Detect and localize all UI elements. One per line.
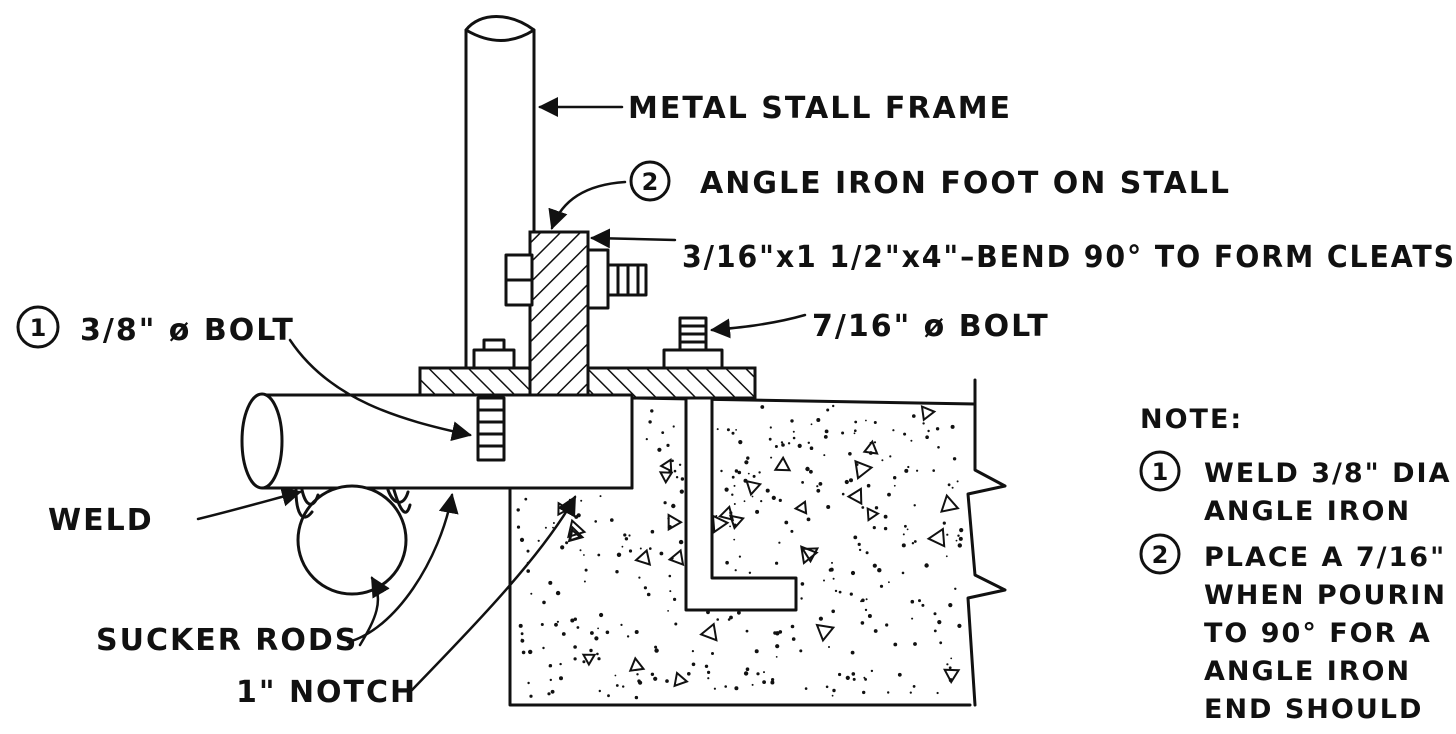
label-cleat-spec: 3/16"x1 1/2"x4"–BEND 90° TO FORM CLEATS — [682, 240, 1456, 275]
bolt-7-16 — [662, 316, 724, 370]
concrete-aggregate — [516, 404, 964, 700]
label-bolt-7-16: 7/16" ø BOLT — [812, 309, 1050, 344]
leader-lines — [196, 97, 807, 692]
label-notch: 1" NOTCH — [236, 675, 417, 710]
note-circle-1 — [1139, 450, 1181, 492]
note-item2-line5: END SHOULD — [1204, 694, 1423, 725]
note-item2-line2: WHEN POURIN — [1204, 580, 1447, 611]
bolt-3-8-nut — [472, 338, 516, 370]
label-bolt-3-8: 3/8" ø BOLT — [80, 313, 295, 348]
callout-circle-2 — [629, 160, 671, 202]
stall-frame-post — [464, 15, 536, 374]
angle-iron-cleat — [528, 230, 590, 400]
note-item1-line1: WELD 3/8" DIA — [1204, 458, 1452, 489]
cleat-bolt — [504, 248, 648, 310]
label-sucker-rods: SUCKER RODS — [96, 623, 358, 658]
bolt-3-8-shank — [476, 396, 506, 462]
callout-circle-1 — [16, 305, 60, 349]
horizontal-pipe — [240, 392, 634, 490]
note-number-2: 2 — [1152, 541, 1169, 569]
label-weld: WELD — [48, 503, 154, 538]
sucker-rod — [296, 484, 408, 596]
callout-number-1: 1 — [30, 314, 47, 342]
label-metal-stall-frame: METAL STALL FRAME — [628, 91, 1012, 126]
note-heading: NOTE: — [1140, 404, 1243, 435]
callout-number-2: 2 — [642, 168, 659, 196]
l-anchor-bolt — [684, 396, 798, 612]
note-item2-line4: ANGLE IRON — [1204, 656, 1411, 687]
note-circle-2 — [1139, 533, 1181, 575]
label-angle-iron-foot: ANGLE IRON FOOT ON STALL — [700, 166, 1231, 201]
note-item1-line2: ANGLE IRON — [1204, 496, 1411, 527]
note-block: NOTE: 1 WELD 3/8" DIA ANGLE IRON 2 PLACE… — [1139, 404, 1452, 725]
note-item2-line1: PLACE A 7/16" — [1204, 542, 1446, 573]
note-item2-line3: TO 90° FOR A — [1204, 618, 1432, 649]
note-number-1: 1 — [1152, 458, 1169, 486]
